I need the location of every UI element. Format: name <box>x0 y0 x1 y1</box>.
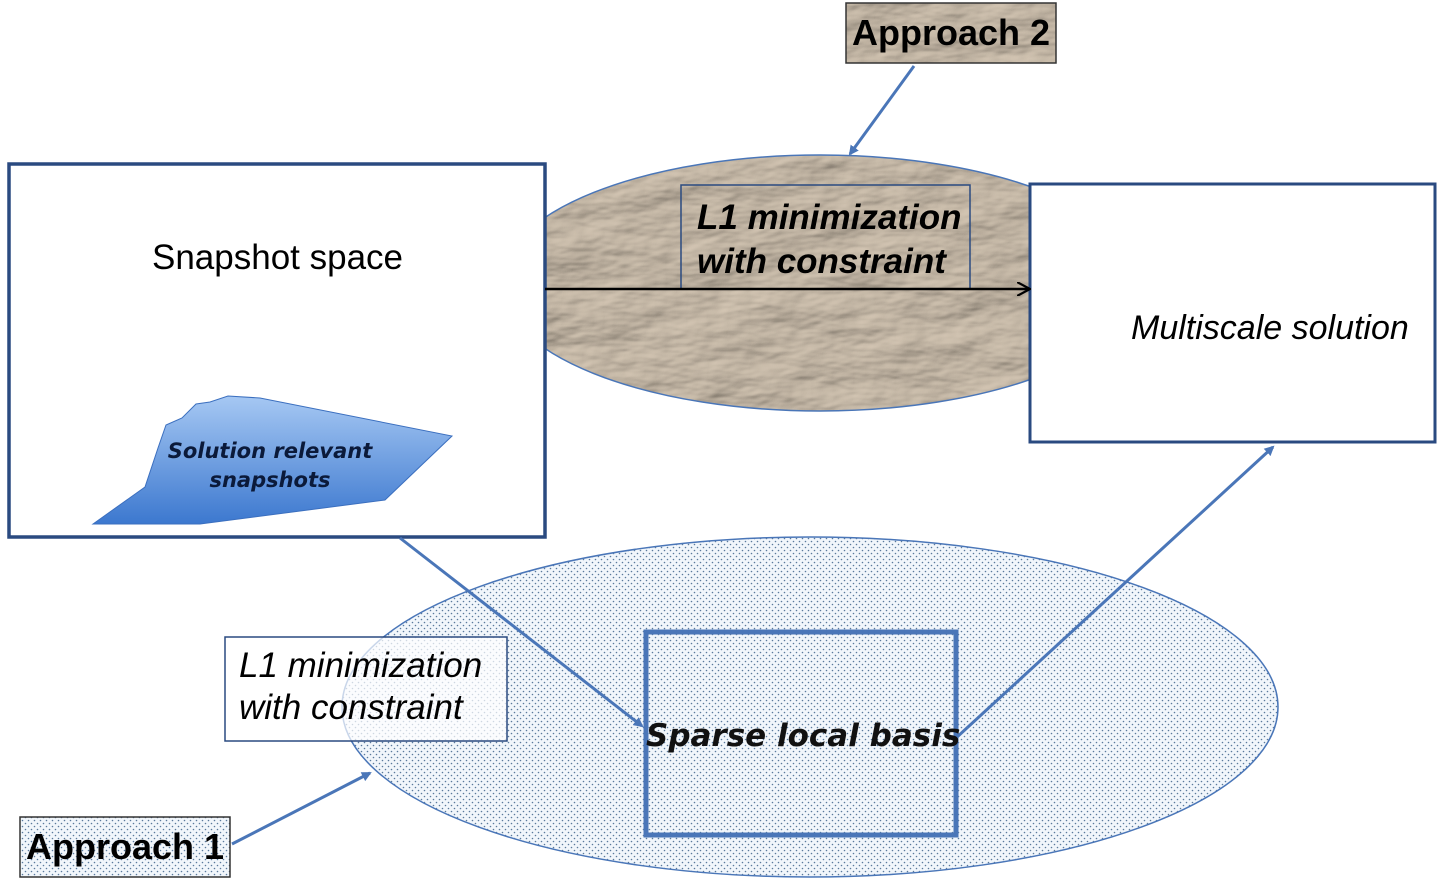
approach-1-arrow <box>231 771 372 846</box>
multiscale-solution-box <box>1028 182 1437 444</box>
bottom-method-line-2: with constraint <box>239 688 463 727</box>
snapshot-to-sparse-arrow <box>399 536 644 728</box>
solution-relevant-blob <box>91 395 454 525</box>
solution-relevant-line-1: Solution relevant <box>167 439 373 463</box>
approach-2-box <box>845 2 1057 64</box>
approach-2-label: Approach 2 <box>851 12 1051 53</box>
approach-2-arrow <box>848 65 916 156</box>
bottom-method-label: L1 minimization with constraint <box>239 645 482 729</box>
top-method-line-1: L1 minimization <box>697 198 962 237</box>
top-method-line-2: with constraint <box>697 242 946 281</box>
bottom-method-box <box>224 636 508 742</box>
solution-relevant-label: Solution relevant snapshots <box>150 437 390 495</box>
approach-1-label: Approach 1 <box>25 826 225 867</box>
sparse-local-basis-label: Sparse local basis <box>646 718 961 754</box>
top-method-label: L1 minimization with constraint <box>697 196 961 284</box>
approach-1-box <box>19 816 231 878</box>
snapshot-space-label: Snapshot space <box>151 238 403 277</box>
solution-relevant-line-2: snapshots <box>209 468 331 492</box>
sparse-to-multiscale-arrow <box>954 445 1275 740</box>
bottom-method-line-1: L1 minimization <box>239 646 483 685</box>
sparse-local-basis-box <box>643 629 959 838</box>
multiscale-solution-label: Multiscale solution <box>1131 309 1409 347</box>
